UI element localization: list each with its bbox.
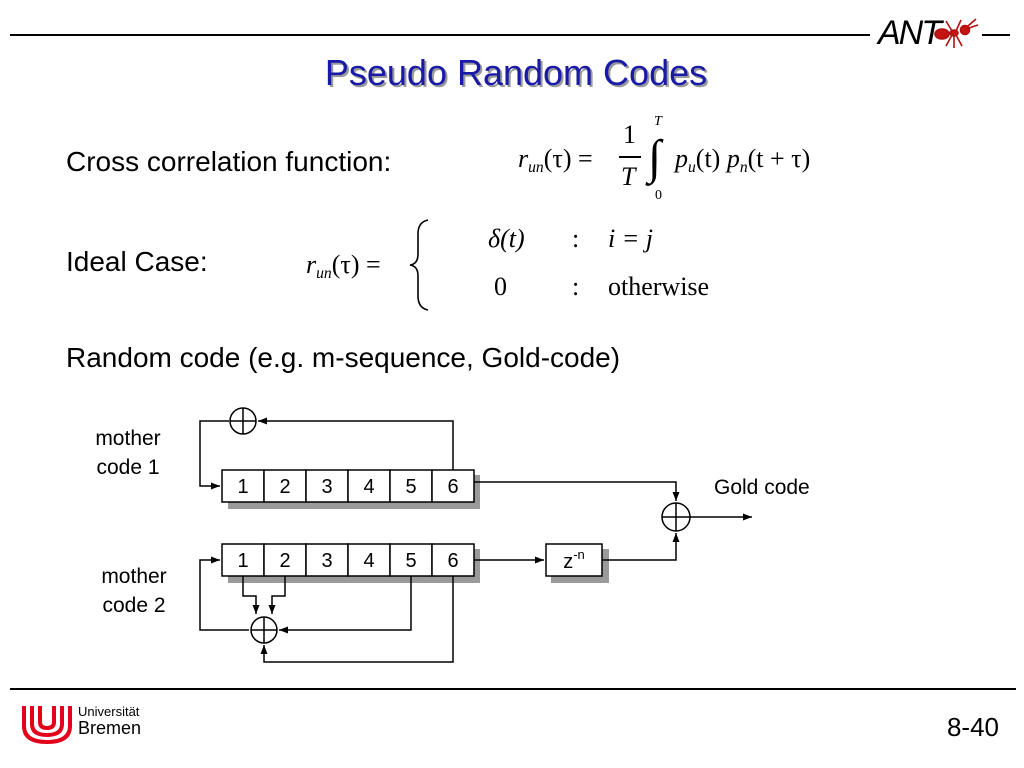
- register-2-cell-label: 4: [363, 550, 374, 572]
- case2-value: 0: [494, 272, 507, 301]
- register-2: 1 2 3 4 5 6: [221, 543, 475, 577]
- register-1-cell-label: 3: [321, 476, 332, 498]
- ccf-frac-bar: [619, 156, 641, 158]
- mother-code-2-label: mother code 2: [101, 565, 167, 617]
- register-2-cell-label: 6: [447, 550, 458, 572]
- xor-feedback-1: [229, 407, 257, 435]
- slide-title: Pseudo Random Codes: [324, 52, 708, 93]
- delay-block: [545, 543, 603, 577]
- header-rule-right: [982, 34, 1010, 36]
- register-1-cell: [347, 469, 391, 503]
- register-2-wiring: [199, 533, 680, 663]
- case1-condition: i = j: [608, 224, 653, 253]
- delay-block-label: z-n: [563, 547, 585, 573]
- ccf-frac-num: 1: [623, 120, 636, 149]
- ideal-case-formula: run(τ) = δ(t) : i = j 0 : otherwise: [306, 216, 756, 312]
- university-logo: Universität Bremen: [20, 700, 170, 748]
- case1-colon: :: [572, 224, 580, 253]
- case2-colon: :: [572, 272, 580, 301]
- case1-value: δ(t): [488, 224, 525, 253]
- register-2-cell: [263, 543, 307, 577]
- register-1-cell: [221, 469, 265, 503]
- register-1-cell-label: 5: [405, 476, 416, 498]
- ccf-int-lower: 0: [655, 188, 662, 203]
- case2-condition: otherwise: [608, 272, 710, 301]
- header-rule: [10, 34, 870, 36]
- page-number: 8-40: [946, 712, 999, 742]
- ideal-case-label: Ideal Case:: [66, 246, 208, 277]
- ideal-lhs: run(τ) =: [306, 250, 381, 282]
- register-2-cell-label: 5: [405, 550, 416, 572]
- register-1-cell: [389, 469, 433, 503]
- register-1-cell-label: 4: [363, 476, 374, 498]
- register-1-cell: [431, 469, 475, 503]
- register-2-cell-label: 2: [279, 550, 290, 572]
- xor-output: [661, 502, 691, 532]
- random-code-text: Random code (e.g. m-sequence, Gold-code): [66, 342, 621, 373]
- register-1-cell-label: 6: [447, 476, 458, 498]
- university-logo-icon: [22, 706, 72, 745]
- ccf-int-upper: T: [654, 114, 662, 129]
- register-1-cell-label: 1: [237, 476, 248, 498]
- ccf-lhs: run(τ) =: [518, 144, 593, 176]
- university-name-line2: Bremen: [78, 718, 142, 738]
- ant-logo-text: ANT: [878, 14, 942, 52]
- ant-logo: ANT: [872, 12, 1012, 56]
- xor-feedback-2: [250, 616, 278, 644]
- register-2-cell-label: 3: [321, 550, 332, 572]
- ccf-frac-den: T: [621, 162, 636, 191]
- cross-correlation-label: Cross correlation function:: [66, 146, 392, 177]
- mother-code-1-label: mother code 1: [95, 427, 161, 479]
- gold-code-diagram: 1 2 3 4 5 6 1 2 3 4 5 6 z-n: [199, 407, 752, 663]
- register-1-cell-label: 2: [279, 476, 290, 498]
- register-1: 1 2 3 4 5 6: [221, 469, 475, 503]
- cross-correlation-formula: run(τ) = 1 T ∫ T 0 pu(t) pn(t + τ): [518, 114, 878, 210]
- ant-icon: [934, 18, 979, 48]
- university-name-line1: Universität: [78, 704, 140, 719]
- gold-code-label: Gold code: [714, 476, 810, 499]
- register-2-cell-label: 1: [237, 550, 248, 572]
- register-2-cell: [431, 543, 475, 577]
- footer-rule: [10, 688, 1016, 690]
- ccf-integrand: pu(t) pn(t + τ): [675, 144, 811, 176]
- left-brace: [409, 219, 429, 311]
- register-1-cell: [263, 469, 307, 503]
- register-1-wiring: [199, 417, 680, 501]
- register-2-cell: [389, 543, 433, 577]
- register-2-cell: [221, 543, 265, 577]
- integral-sign: ∫: [648, 131, 662, 184]
